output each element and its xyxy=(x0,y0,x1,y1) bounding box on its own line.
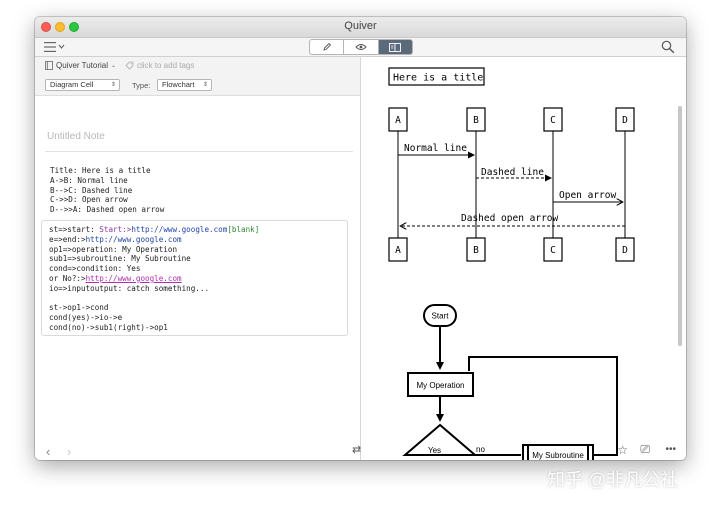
watermark: 知乎 @非凡公社 xyxy=(547,470,679,490)
preview-pane: Here is a title xyxy=(361,57,686,460)
toolbar xyxy=(35,38,686,57)
code-line xyxy=(49,294,259,304)
editor-footer: ‹ › ⇄ xyxy=(35,442,362,460)
sequence-title-box xyxy=(388,67,485,86)
loop-connector xyxy=(468,356,618,456)
message-label: Normal line xyxy=(404,143,467,154)
actor-box xyxy=(388,237,408,262)
condition-no-label: no xyxy=(476,445,485,454)
actor-box xyxy=(466,107,486,132)
more-options-icon[interactable]: ••• xyxy=(665,444,676,455)
actor-box xyxy=(388,107,408,132)
subroutine-node-label: My Subroutine xyxy=(532,451,584,460)
type-label: Type: xyxy=(132,81,151,90)
link[interactable]: http://www.google.com xyxy=(85,273,182,283)
minimize-window-button[interactable] xyxy=(55,22,65,32)
start-node-label: Start xyxy=(432,312,450,321)
editor-pane: Quiver Tutorial ⌄ click to add tags Diag… xyxy=(35,57,361,460)
diagram-preview: Here is a title xyxy=(388,67,635,460)
select-arrows-icon: ⇕ xyxy=(202,82,208,88)
cell-type-select[interactable]: Diagram Cell ⇕ xyxy=(45,79,120,91)
diagram-type-select[interactable]: Flowchart ⇕ xyxy=(157,79,212,91)
actor-label: D xyxy=(622,115,628,126)
preview-scrollbar[interactable] xyxy=(678,106,682,346)
code-line: A->B: Normal line xyxy=(50,175,128,185)
chevron-down-icon: ⌄ xyxy=(111,63,117,69)
actor-label: C xyxy=(550,115,556,126)
edit-mode-button[interactable] xyxy=(310,40,345,54)
actor-box xyxy=(615,237,635,262)
actor-label: D xyxy=(622,245,628,256)
select-arrows-icon: ⇕ xyxy=(110,82,116,88)
notebook-icon xyxy=(45,61,53,70)
actor-box xyxy=(615,107,635,132)
notebook-selector[interactable]: Quiver Tutorial ⌄ xyxy=(45,61,116,70)
star-icon[interactable]: ☆ xyxy=(617,443,628,457)
code-line: sub1=>subroutine: My Subroutine xyxy=(49,254,191,264)
code-line: B-->C: Dashed line xyxy=(50,185,133,195)
back-arrow-icon[interactable]: ‹ xyxy=(46,444,51,459)
note-meta-bar: Quiver Tutorial ⌄ click to add tags Diag… xyxy=(35,57,360,96)
split-mode-button[interactable] xyxy=(378,40,412,54)
code-line: cond(no)->sub1(right)->op1 xyxy=(49,322,168,332)
forward-arrow-icon[interactable]: › xyxy=(67,444,72,459)
code-line: D-->>A: Dashed open arrow xyxy=(50,205,165,215)
sequence-title: Here is a title xyxy=(393,73,483,84)
code-line: C->>D: Open arrow xyxy=(50,195,128,205)
close-window-button[interactable] xyxy=(41,22,51,32)
presentation-icon[interactable]: ⎚ xyxy=(640,442,650,456)
operation-node-label: My Operation xyxy=(416,381,464,390)
note-title-field[interactable]: Untitled Note xyxy=(47,131,105,142)
actor-box xyxy=(543,107,563,132)
code-line: st=>start: Start:>http://www.google.com[… xyxy=(49,225,260,234)
notebook-name: Quiver Tutorial xyxy=(56,61,109,70)
window-title: Quiver xyxy=(344,20,377,32)
actor-label: A xyxy=(395,115,401,126)
actor-box xyxy=(543,237,563,262)
tags-placeholder: click to add tags xyxy=(137,61,195,70)
view-mode-segmented-control xyxy=(309,39,413,55)
actor-box xyxy=(466,237,486,262)
code-line: cond=>condition: Yes xyxy=(49,264,141,274)
zoom-window-button[interactable] xyxy=(69,22,79,32)
code-line: op1=>operation: My Operation xyxy=(49,244,178,254)
actor-label: B xyxy=(473,115,479,126)
pencil-icon xyxy=(323,42,331,51)
flowchart-source-cell[interactable]: st=>start: Start:>http://www.google.com[… xyxy=(41,220,348,336)
message-label: Dashed open arrow xyxy=(461,213,559,224)
cell-type-value: Diagram Cell xyxy=(50,80,94,89)
diagram-type-value: Flowchart xyxy=(162,80,195,89)
actor-label: B xyxy=(473,245,479,256)
search-icon[interactable] xyxy=(661,40,675,54)
split-view-icon xyxy=(389,42,402,52)
tag-icon xyxy=(125,61,134,70)
code-block: st=>start: Start:>http://www.google.com[… xyxy=(49,225,259,333)
flow-arrowhead xyxy=(436,362,444,370)
code-line: cond(yes)->io->e xyxy=(49,313,123,323)
condition-yes-label: Yes xyxy=(428,446,441,455)
list-menu-icon[interactable] xyxy=(44,41,66,53)
actor-label: A xyxy=(395,245,401,256)
actor-label: C xyxy=(550,245,556,256)
condition-node xyxy=(402,423,478,456)
flow-arrowhead xyxy=(436,414,444,422)
message-label: Open arrow xyxy=(559,190,616,201)
tags-field[interactable]: click to add tags xyxy=(125,61,194,70)
code-line: st->op1->cond xyxy=(49,303,109,313)
code-line: io=>inputoutput: catch something... xyxy=(49,283,210,293)
title-bar: Quiver xyxy=(35,17,686,38)
app-window: Quiver Quiver Tutorial ⌄ xyxy=(35,17,686,460)
preview-mode-button[interactable] xyxy=(344,40,379,54)
code-line: or No?:>http://www.google.com xyxy=(49,273,182,283)
title-divider xyxy=(45,151,353,152)
code-line: e=>end:>http://www.google.com xyxy=(49,234,182,244)
message-label: Dashed line xyxy=(481,167,544,178)
swap-arrows-icon[interactable]: ⇄ xyxy=(352,444,362,456)
eye-icon xyxy=(355,44,367,50)
code-line: Title: Here is a title xyxy=(50,166,151,175)
